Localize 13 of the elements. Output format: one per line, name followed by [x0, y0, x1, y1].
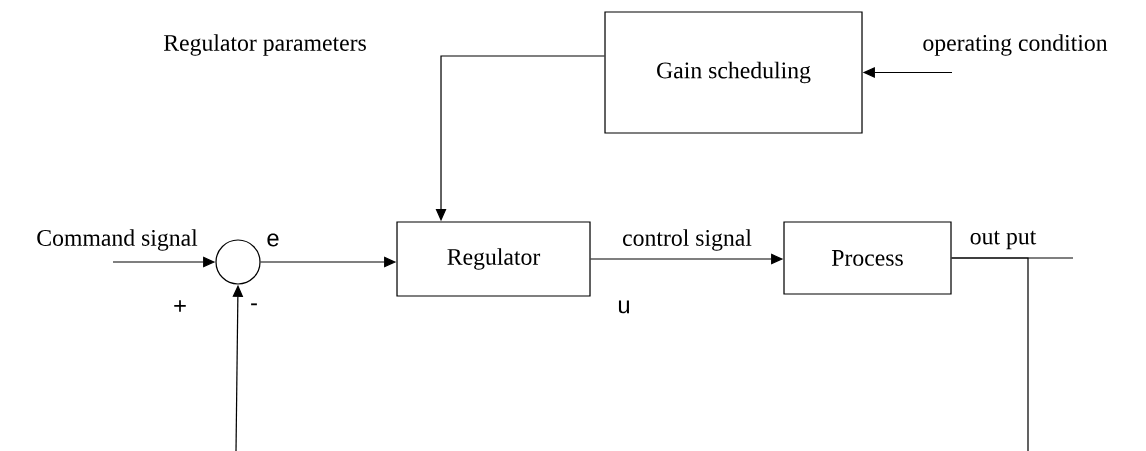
edge-label: e — [264, 231, 282, 249]
edge-label: Regulator parameters — [161, 32, 369, 58]
sign-label: - — [251, 303, 257, 306]
block-box: Regulator — [396, 221, 591, 297]
block-box: Gain scheduling — [604, 11, 863, 134]
edge-label: out put — [967, 229, 1039, 251]
edge-label: Command signal — [34, 227, 200, 253]
summing-junction-circle — [215, 239, 261, 285]
edge-label: operating condition — [920, 32, 1110, 58]
block-box: Process — [783, 221, 952, 295]
sign-label: u — [618, 300, 630, 314]
edge-label: control signal — [620, 227, 754, 253]
sign-label: + — [174, 300, 186, 312]
